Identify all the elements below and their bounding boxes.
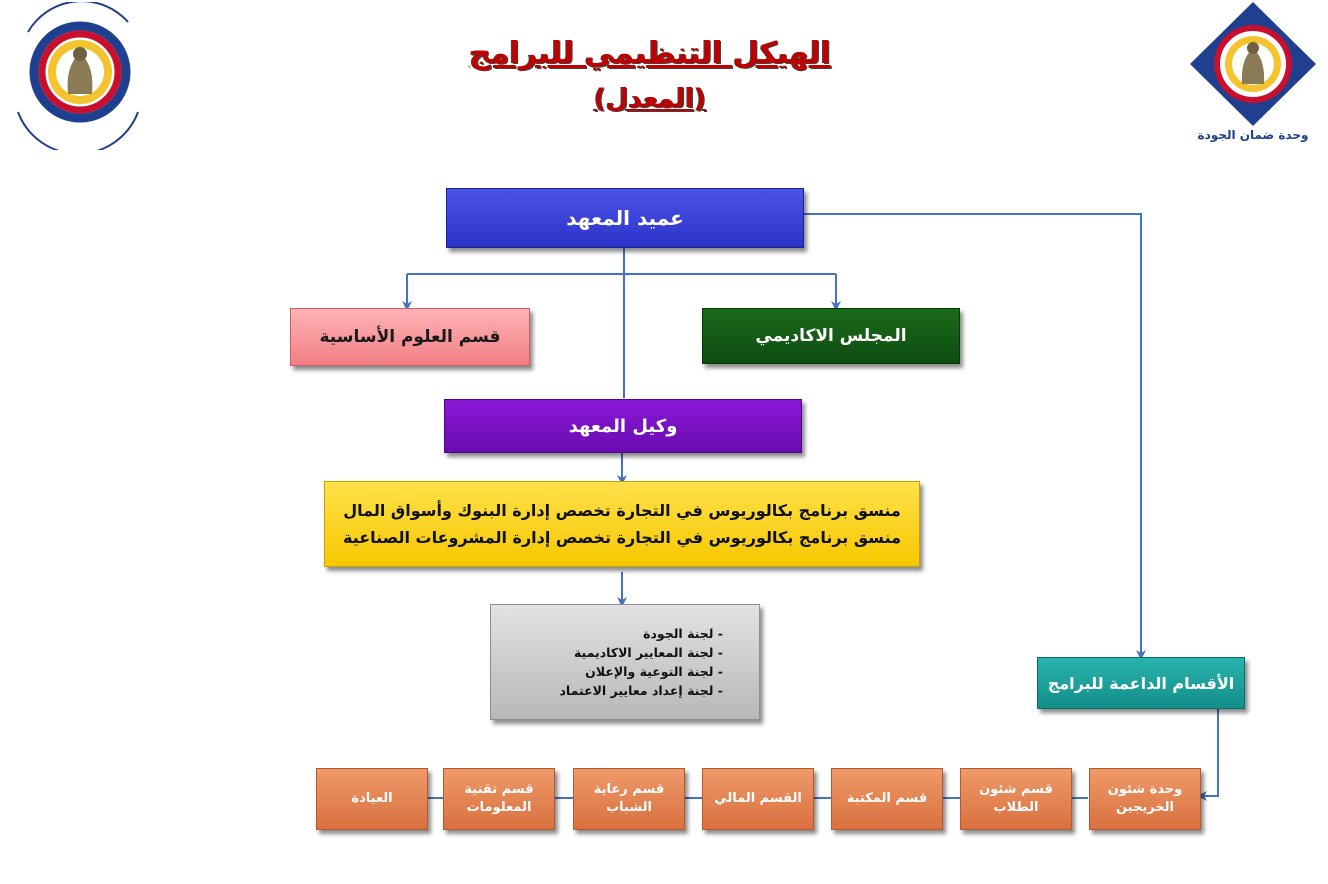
dept-label: الطلاب: [993, 800, 1039, 815]
dept-label: المعلومات: [466, 800, 532, 815]
dept-it: قسم تقنية المعلومات: [443, 768, 555, 830]
node-program-coordinators: منسق برنامج بكالوريوس في التجارة تخصص إد…: [324, 481, 920, 567]
committee-item: - لجنة الجودة: [643, 626, 723, 641]
page-subtitle: (المعدل): [593, 84, 707, 114]
dept-label: قسم شئون: [979, 781, 1053, 797]
committee-item: - لجنة المعايير الاكاديمية: [573, 645, 723, 660]
dept-label: قسم المكتبة: [846, 790, 928, 806]
dept-label: الخريجين: [1115, 800, 1175, 815]
committee-item: - لجنة التوعية والإعلان: [585, 664, 723, 679]
dept-label: قسم رعاية: [593, 781, 665, 797]
node-academic-council: المجلس الاكاديمي: [702, 308, 960, 364]
dept-student-affairs: قسم شئون الطلاب: [960, 768, 1072, 830]
dept-youth-welfare: قسم رعاية الشباب: [573, 768, 685, 830]
node-vice-dean: وكيل المعهد: [444, 399, 802, 453]
connector-support-depts: [1197, 707, 1219, 801]
page-title: الهيكل التنظيمي للبرامج: [469, 36, 831, 71]
quality-unit-logo: [1186, 0, 1320, 150]
coordinator-banking: منسق برنامج بكالوريوس في التجارة تخصص إد…: [343, 501, 901, 520]
dept-library: قسم المكتبة: [831, 768, 943, 830]
node-committees: - لجنة الجودة - لجنة المعايير الاكاديمية…: [490, 604, 760, 720]
dept-label: قسم تقنية: [464, 781, 534, 797]
committee-item: - لجنة إعداد معايير الاعتماد: [559, 683, 723, 698]
dept-label: القسم المالي: [714, 790, 802, 806]
dept-label: وحدة شئون: [1107, 781, 1183, 797]
dept-graduates: وحدة شئون الخريجين: [1089, 768, 1201, 830]
institute-logo: [8, 0, 148, 155]
node-support-departments: الأقسام الداعمة للبرامج: [1037, 657, 1245, 709]
node-basic-sciences: قسم العلوم الأساسية: [290, 308, 530, 366]
dept-label: الشباب: [606, 800, 652, 815]
dept-finance: القسم المالي: [702, 768, 814, 830]
dept-clinic: العيادة: [316, 768, 428, 830]
node-dean: عميد المعهد: [446, 188, 804, 248]
coordinator-industrial: منسق برنامج بكالوريوس في التجارة تخصص إد…: [342, 528, 902, 547]
quality-unit-caption: وحدة ضمان الجودة: [1197, 128, 1309, 142]
dept-label: العيادة: [351, 790, 393, 806]
connector-dean-support: [802, 213, 1146, 660]
